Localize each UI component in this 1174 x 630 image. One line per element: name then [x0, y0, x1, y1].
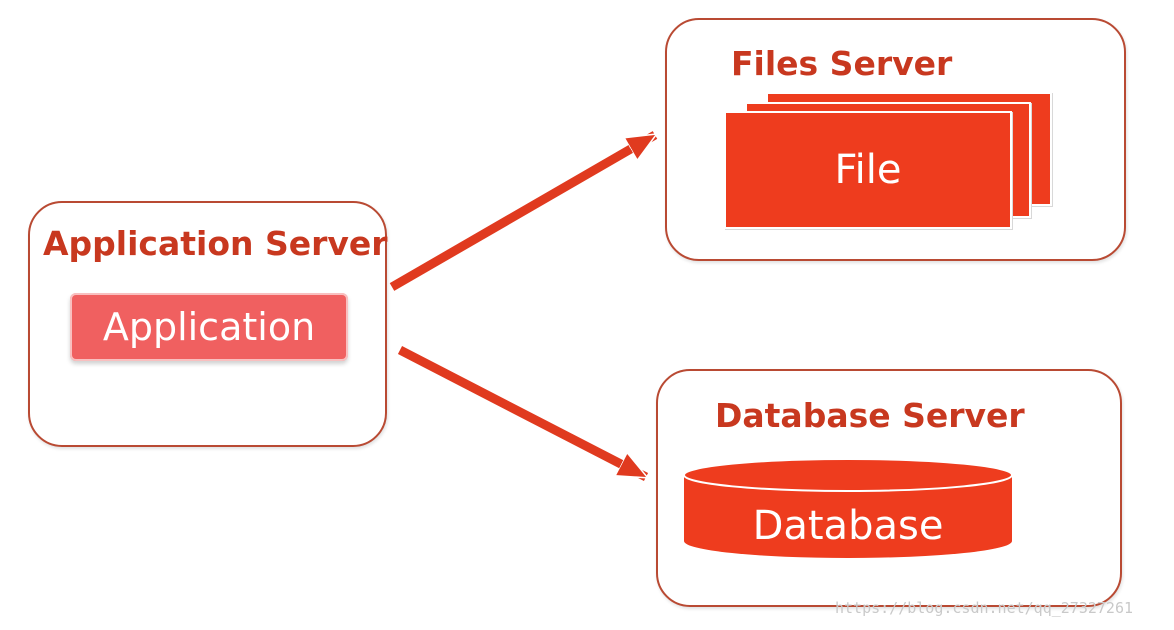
- database-label: Database: [752, 503, 944, 549]
- files-server-title: Files Server: [731, 44, 953, 83]
- database-server-panel: Database Server Database: [656, 369, 1122, 607]
- database-cylinder: Database: [682, 457, 1014, 561]
- file-block: File: [724, 111, 1012, 229]
- watermark-url: https://blog.csdn.net/qq_27327261: [835, 599, 1134, 617]
- database-cylinder-icon: [683, 458, 1013, 558]
- application-server-panel: Application Server Application: [28, 201, 388, 447]
- files-server-panel: Files Server File: [665, 18, 1126, 261]
- application-server-title: Application Server: [43, 224, 388, 263]
- application-block: Application: [70, 293, 348, 361]
- database-server-title: Database Server: [715, 396, 1025, 435]
- arrow-to-files-server: [389, 131, 655, 291]
- arrow-to-database-server: [397, 346, 646, 481]
